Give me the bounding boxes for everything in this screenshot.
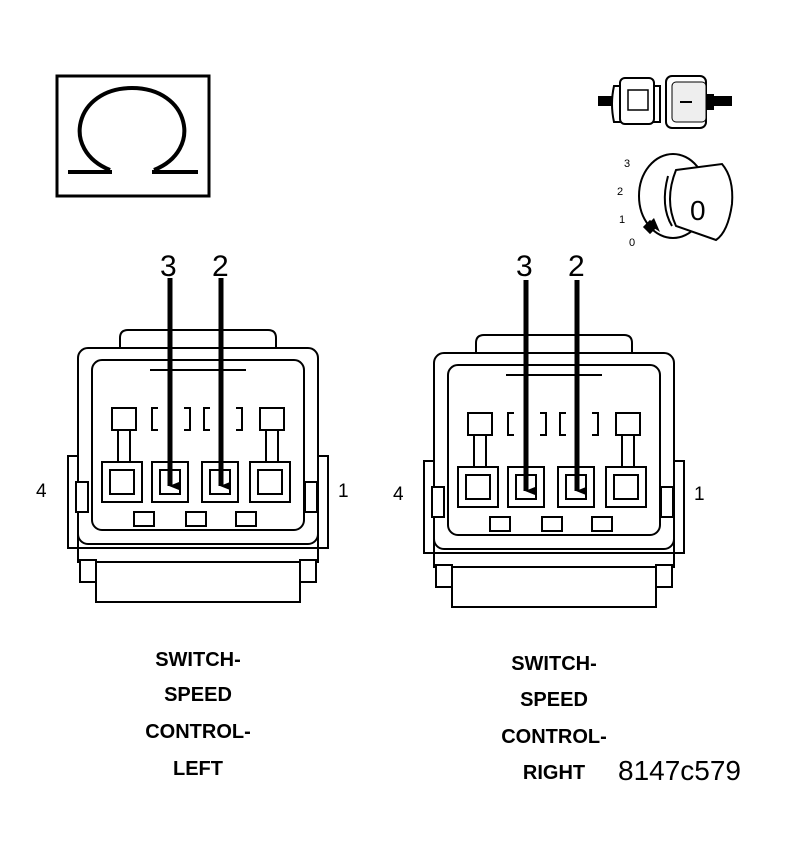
caption-line-3: CONTROL- <box>145 721 251 743</box>
cavity-1 <box>605 466 647 508</box>
pin-label-2: 2 <box>568 250 585 283</box>
ignition-position-1: 1 <box>619 214 625 226</box>
figure-id: 8147c579 <box>618 755 741 786</box>
ignition-key-icon: 3 2 1 0 0 <box>617 153 734 249</box>
connector-right: 3 2 4 1 <box>393 250 705 608</box>
caption-line-3: CONTROL- <box>501 726 607 748</box>
side-label-4: 4 <box>36 481 47 502</box>
caption-line-1: SWITCH- <box>155 649 241 671</box>
cavity-1 <box>249 461 291 503</box>
ohmmeter-symbol-box <box>55 74 211 198</box>
omega-icon <box>68 85 198 174</box>
caption-line-1: SWITCH- <box>511 653 597 675</box>
pin-label-3: 3 <box>516 250 533 283</box>
cavity-4 <box>457 466 499 508</box>
caption-line-2: SPEED <box>520 689 588 711</box>
caption-line-2: SPEED <box>164 684 232 706</box>
caption-line-4: LEFT <box>173 758 223 780</box>
ignition-position-0: 0 <box>629 237 635 249</box>
side-label-1: 1 <box>694 484 705 505</box>
side-label-4: 4 <box>393 484 404 505</box>
ignition-position-3: 3 <box>624 158 630 170</box>
pin-label-2: 2 <box>212 250 229 283</box>
ignition-key-position: 0 <box>690 195 706 226</box>
pin-label-3: 3 <box>160 250 177 283</box>
caption-line-4: RIGHT <box>523 762 585 784</box>
cavity-4 <box>101 461 143 503</box>
cavity-3 <box>507 466 545 508</box>
disconnected-connector-icon <box>598 75 732 129</box>
connector-left: 3 2 4 1 <box>36 250 349 603</box>
ignition-position-2: 2 <box>617 186 623 198</box>
side-label-1: 1 <box>338 481 349 502</box>
caption-right: SWITCH- SPEED CONTROL- RIGHT <box>501 653 607 784</box>
caption-left: SWITCH- SPEED CONTROL- LEFT <box>145 649 251 780</box>
